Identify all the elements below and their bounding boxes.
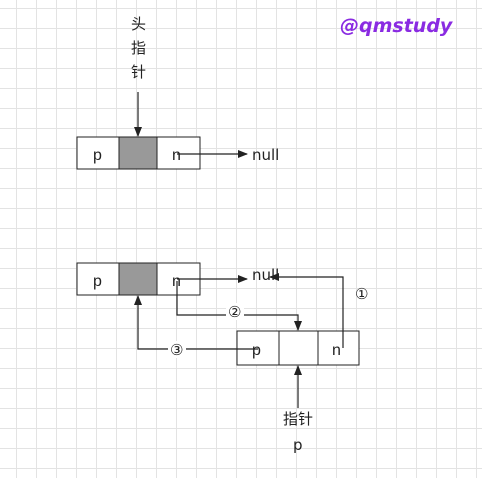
head-pointer-label-1: 头 [131, 15, 146, 33]
step-1-label: ① [355, 285, 368, 303]
head-node-prev-label: p [93, 273, 102, 290]
new-node-p: p n [236, 330, 360, 366]
new-node-prev-label: p [252, 342, 261, 359]
head-pointer-label-2: 指 [131, 39, 146, 57]
pointer-p-label-1: 指针 [283, 410, 313, 428]
head-node-data-cell [118, 262, 158, 296]
watermark-text: @qmstudy [340, 15, 454, 37]
step-2-label-bg [226, 303, 244, 320]
step-3-arrow [134, 295, 258, 350]
new-node-next-label: n [332, 342, 341, 359]
top-node-prev-label: p [93, 147, 102, 164]
pointer-p-label-2: p [293, 436, 303, 454]
step-3-label-bg [168, 341, 186, 358]
new-node-data-cell [278, 330, 319, 366]
top-node: p n [76, 136, 201, 170]
mid-null-label: null [252, 266, 279, 284]
head-node-prev-cell [76, 262, 120, 296]
step-1-arrow [269, 273, 344, 348]
top-node-next-label: n [172, 147, 181, 164]
head-pointer-label-3: 针 [131, 63, 146, 81]
step-2-label: ② [228, 303, 241, 321]
top-node-data-cell [118, 136, 158, 170]
new-node-next-cell [317, 330, 360, 366]
top-null-label: null [252, 146, 279, 164]
step-3-label: ③ [170, 341, 183, 359]
top-node-next-cell [156, 136, 201, 170]
